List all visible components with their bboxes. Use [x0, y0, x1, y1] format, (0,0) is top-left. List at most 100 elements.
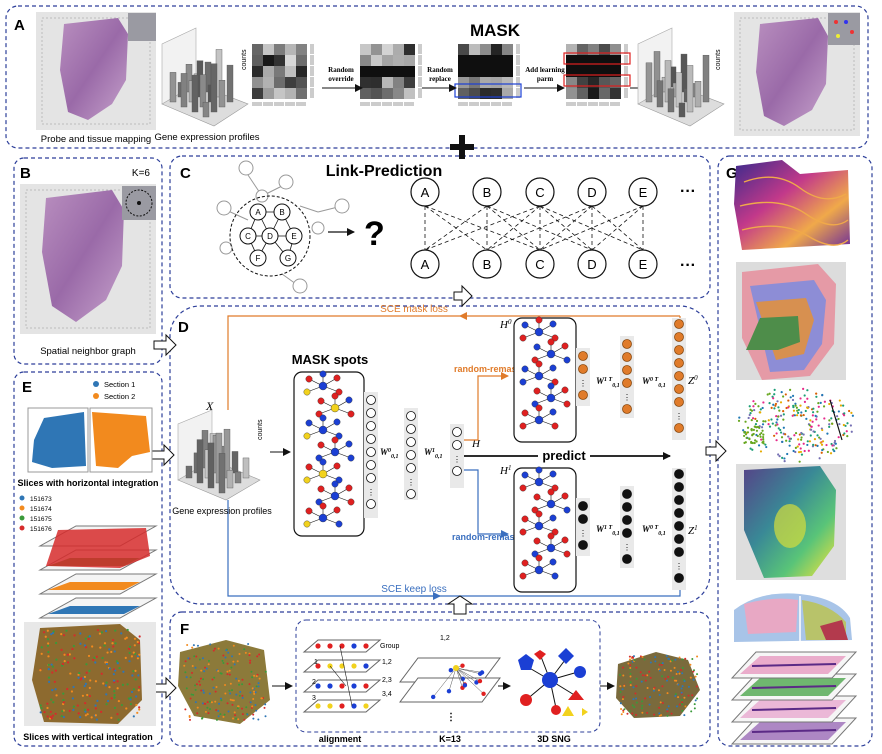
matrix-cell [610, 88, 621, 99]
snip-node [549, 470, 557, 478]
spot [128, 660, 131, 663]
column-node [674, 371, 684, 381]
matrix-cell [566, 88, 577, 99]
spot [86, 713, 89, 716]
spot [49, 715, 52, 719]
spot [94, 661, 97, 664]
umap-point [806, 440, 809, 443]
spot [219, 713, 222, 716]
spot [649, 695, 652, 698]
matrix-cell [610, 55, 621, 66]
umap-point [799, 414, 803, 417]
snip-center [318, 425, 328, 435]
umap-point [849, 424, 852, 427]
w-dec1-sup: 1 T [604, 377, 613, 383]
spot [639, 671, 642, 674]
umap-point [811, 414, 814, 417]
umap-point [828, 423, 831, 426]
spot [54, 669, 57, 672]
spot [94, 714, 97, 717]
umap-point [764, 420, 767, 423]
snip-center [534, 565, 544, 575]
spot [241, 678, 244, 681]
umap-point [757, 405, 760, 408]
matrix-cell [577, 77, 588, 88]
spot [86, 708, 90, 711]
question-mark: ? [364, 215, 385, 253]
bar [180, 73, 188, 108]
graph-node-label: A [255, 208, 261, 217]
spot [224, 656, 227, 659]
umap-point [773, 393, 776, 396]
spot [228, 669, 231, 672]
caption-gene-profiles-d: Gene expression profiles [172, 506, 272, 516]
umap-point [818, 436, 821, 439]
spot [640, 707, 643, 710]
spot [51, 714, 55, 717]
spot [689, 663, 692, 666]
spot [640, 680, 643, 683]
align-node [339, 703, 345, 709]
column-ellipsis: ⋮ [675, 562, 683, 571]
spot [114, 642, 117, 645]
spot [681, 658, 684, 661]
umap-point [832, 448, 835, 451]
matrix-ellipsis [624, 77, 628, 87]
spot [654, 656, 657, 659]
top-node-label: E [639, 185, 648, 200]
matrix-cell [274, 66, 285, 77]
gene-expression-bars-d [177, 409, 261, 501]
matrix-cell [491, 44, 502, 55]
bottom-node-label: E [639, 257, 648, 272]
spot [201, 717, 204, 720]
umap-point [789, 396, 792, 399]
spot [251, 676, 254, 679]
bar [226, 470, 234, 489]
spot [631, 712, 634, 715]
snip-node [549, 364, 557, 372]
spot [251, 687, 254, 690]
spot [47, 668, 50, 671]
snip-node [317, 397, 325, 405]
spot [629, 675, 632, 678]
matrix-cell [469, 44, 480, 55]
umap-point [778, 454, 781, 458]
snip-node [303, 388, 311, 396]
spot [235, 677, 238, 680]
umap-point [816, 434, 819, 437]
align-node [351, 663, 357, 669]
h0-base: H [499, 319, 509, 331]
spot [120, 703, 124, 707]
snip-node [317, 441, 325, 449]
spot [641, 704, 644, 707]
snip-node [319, 502, 327, 510]
snip-node [535, 404, 543, 412]
matrix-cell [491, 55, 502, 66]
umap-point [842, 404, 845, 407]
matrix-cell [263, 88, 274, 99]
spot [695, 685, 698, 688]
snip-node [535, 360, 543, 368]
column-node [674, 495, 684, 505]
matrix-cell [599, 77, 610, 88]
umap-point [810, 425, 813, 428]
spot [52, 701, 55, 704]
umap-point [737, 419, 741, 422]
spot [257, 718, 260, 721]
spot [68, 653, 71, 656]
spot [243, 648, 246, 651]
umap-point [768, 425, 772, 428]
column-node [578, 351, 588, 361]
spot [132, 651, 135, 654]
column-ellipsis: ⋮ [675, 412, 683, 421]
snip-node [563, 356, 571, 364]
spot [50, 698, 53, 701]
tissue-image-left [36, 12, 156, 130]
umap-point [748, 437, 751, 440]
matrix-ellipsis [516, 77, 520, 87]
spot [247, 643, 250, 646]
spot [684, 657, 687, 660]
spot [644, 697, 647, 700]
bar [242, 457, 250, 479]
spot [90, 716, 93, 719]
